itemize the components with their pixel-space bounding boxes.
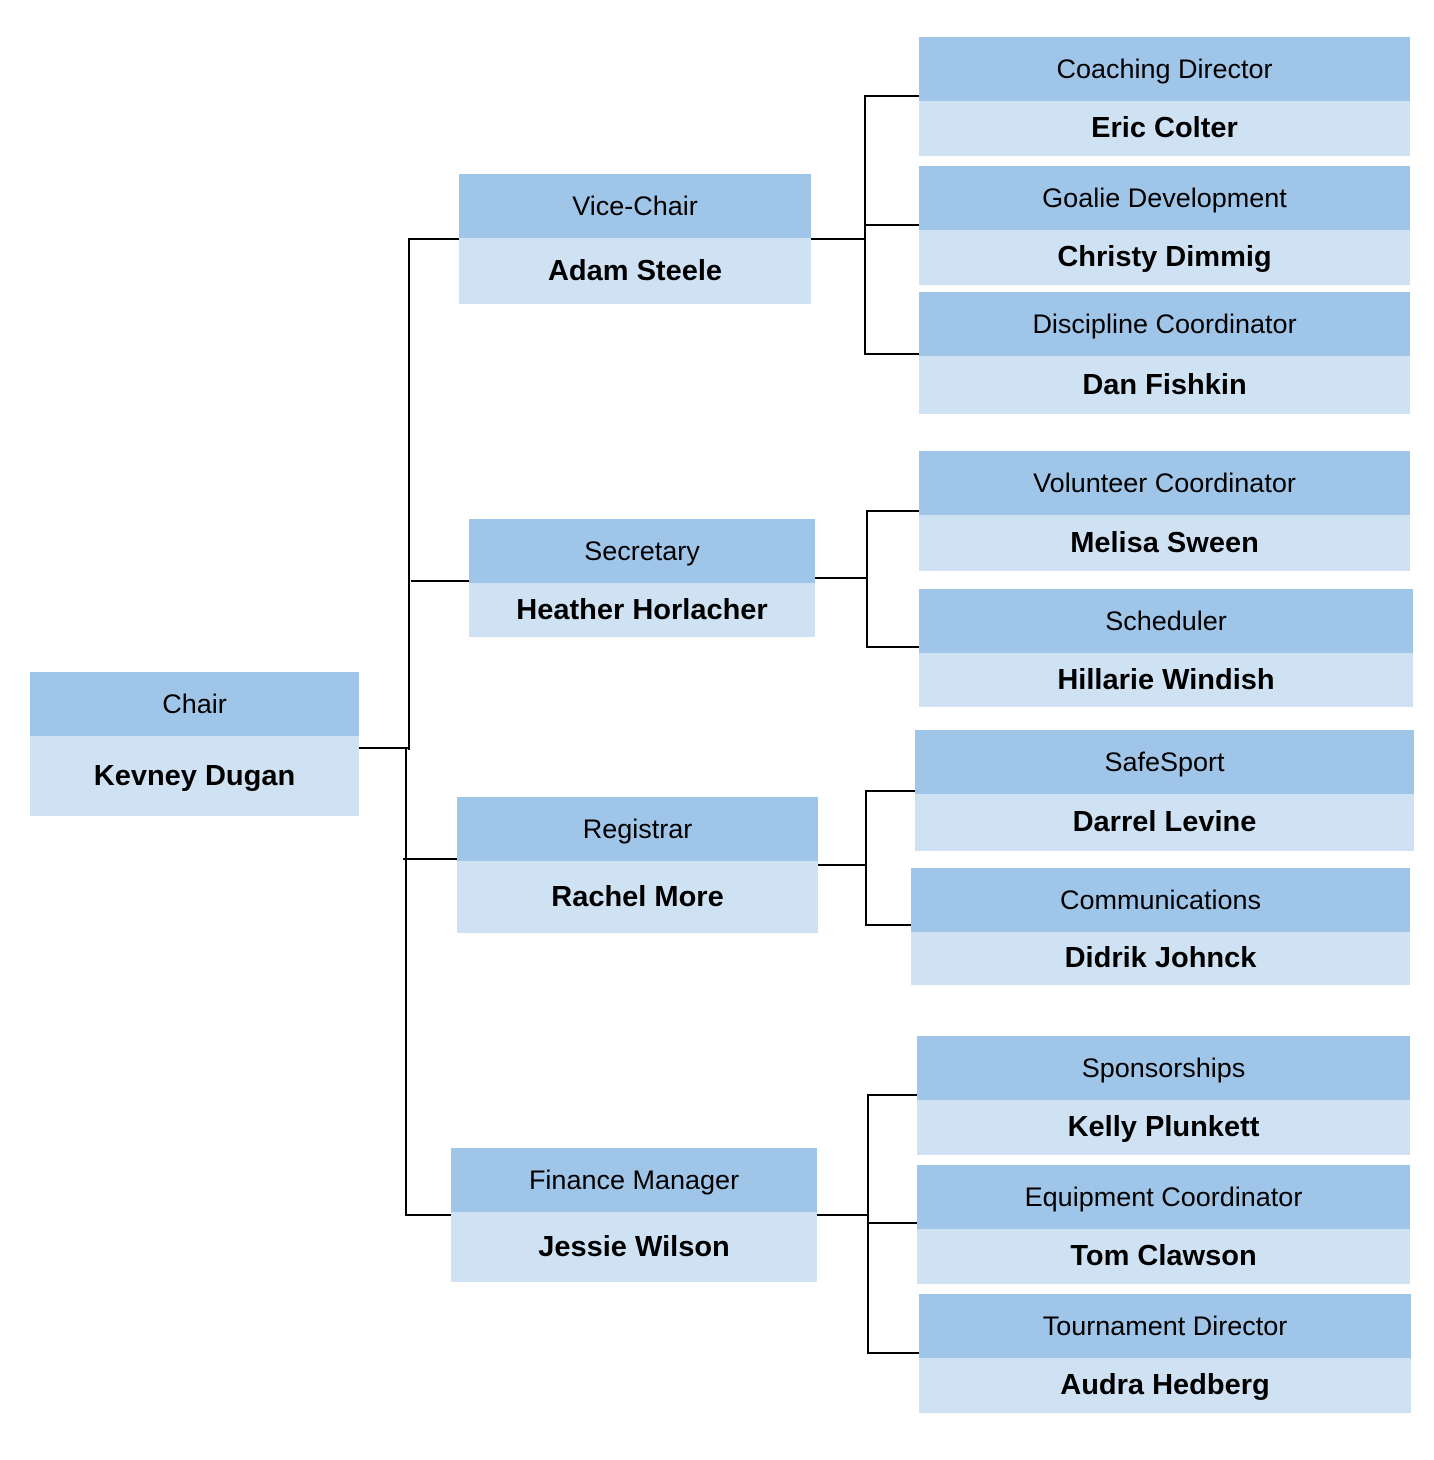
connector-line (866, 510, 868, 648)
discipline-coordinator-node: Discipline Coordinator Dan Fishkin (919, 292, 1410, 414)
node-name: Didrik Johnck (911, 932, 1410, 985)
node-name: Kevney Dugan (30, 736, 359, 816)
connector-line (865, 924, 913, 926)
connector-line (864, 224, 920, 226)
volunteer-coordinator-node: Volunteer Coordinator Melisa Sween (919, 451, 1410, 571)
connector-line (817, 1214, 869, 1216)
connector-line (864, 353, 920, 355)
node-title: Scheduler (919, 589, 1413, 653)
node-name: Kelly Plunkett (917, 1100, 1410, 1155)
connector-line (403, 858, 459, 860)
node-title: SafeSport (915, 730, 1414, 794)
node-name: Hillarie Windish (919, 653, 1413, 707)
node-title: Volunteer Coordinator (919, 451, 1410, 515)
node-name: Jessie Wilson (451, 1212, 817, 1282)
node-name: Melisa Sween (919, 515, 1410, 571)
connector-line (867, 1352, 919, 1354)
node-name: Dan Fishkin (919, 356, 1410, 414)
node-name: Tom Clawson (917, 1229, 1410, 1284)
chair-node: Chair Kevney Dugan (30, 672, 359, 816)
node-title: Coaching Director (919, 37, 1410, 101)
connector-line (411, 580, 470, 582)
node-title: Secretary (469, 519, 815, 583)
node-title: Registrar (457, 797, 818, 861)
node-title: Goalie Development (919, 166, 1410, 230)
node-name: Adam Steele (459, 238, 811, 304)
connector-line (408, 238, 460, 240)
node-name: Heather Horlacher (469, 583, 815, 637)
tournament-director-node: Tournament Director Audra Hedberg (919, 1294, 1411, 1413)
node-title: Finance Manager (451, 1148, 817, 1212)
communications-node: Communications Didrik Johnck (911, 868, 1410, 985)
sponsorships-node: Sponsorships Kelly Plunkett (917, 1036, 1410, 1155)
node-title: Discipline Coordinator (919, 292, 1410, 356)
connector-line (864, 95, 920, 97)
connector-line (817, 864, 867, 866)
connector-line (867, 1094, 918, 1096)
vice-chair-node: Vice-Chair Adam Steele (459, 174, 811, 304)
node-title: Communications (911, 868, 1410, 932)
connector-line (358, 747, 410, 749)
node-name: Audra Hedberg (919, 1358, 1411, 1413)
connector-line (810, 238, 866, 240)
connector-line (405, 748, 407, 1216)
goalie-development-node: Goalie Development Christy Dimmig (919, 166, 1410, 285)
node-name: Eric Colter (919, 101, 1410, 156)
connector-line (865, 790, 917, 792)
connector-line (408, 238, 410, 750)
connector-line (866, 510, 920, 512)
scheduler-node: Scheduler Hillarie Windish (919, 589, 1413, 707)
node-title: Equipment Coordinator (917, 1165, 1410, 1229)
connector-line (814, 577, 868, 579)
safesport-node: SafeSport Darrel Levine (915, 730, 1414, 851)
finance-manager-node: Finance Manager Jessie Wilson (451, 1148, 817, 1282)
connector-line (867, 1222, 918, 1224)
node-name: Christy Dimmig (919, 230, 1410, 285)
connector-line (405, 1214, 453, 1216)
secretary-node: Secretary Heather Horlacher (469, 519, 815, 637)
node-title: Tournament Director (919, 1294, 1411, 1358)
node-title: Sponsorships (917, 1036, 1410, 1100)
node-name: Rachel More (457, 861, 818, 933)
connector-line (865, 790, 867, 926)
connector-line (866, 646, 920, 648)
node-title: Chair (30, 672, 359, 736)
node-title: Vice-Chair (459, 174, 811, 238)
node-name: Darrel Levine (915, 794, 1414, 851)
coaching-director-node: Coaching Director Eric Colter (919, 37, 1410, 156)
connector-line (867, 1094, 869, 1354)
equipment-coordinator-node: Equipment Coordinator Tom Clawson (917, 1165, 1410, 1284)
registrar-node: Registrar Rachel More (457, 797, 818, 933)
